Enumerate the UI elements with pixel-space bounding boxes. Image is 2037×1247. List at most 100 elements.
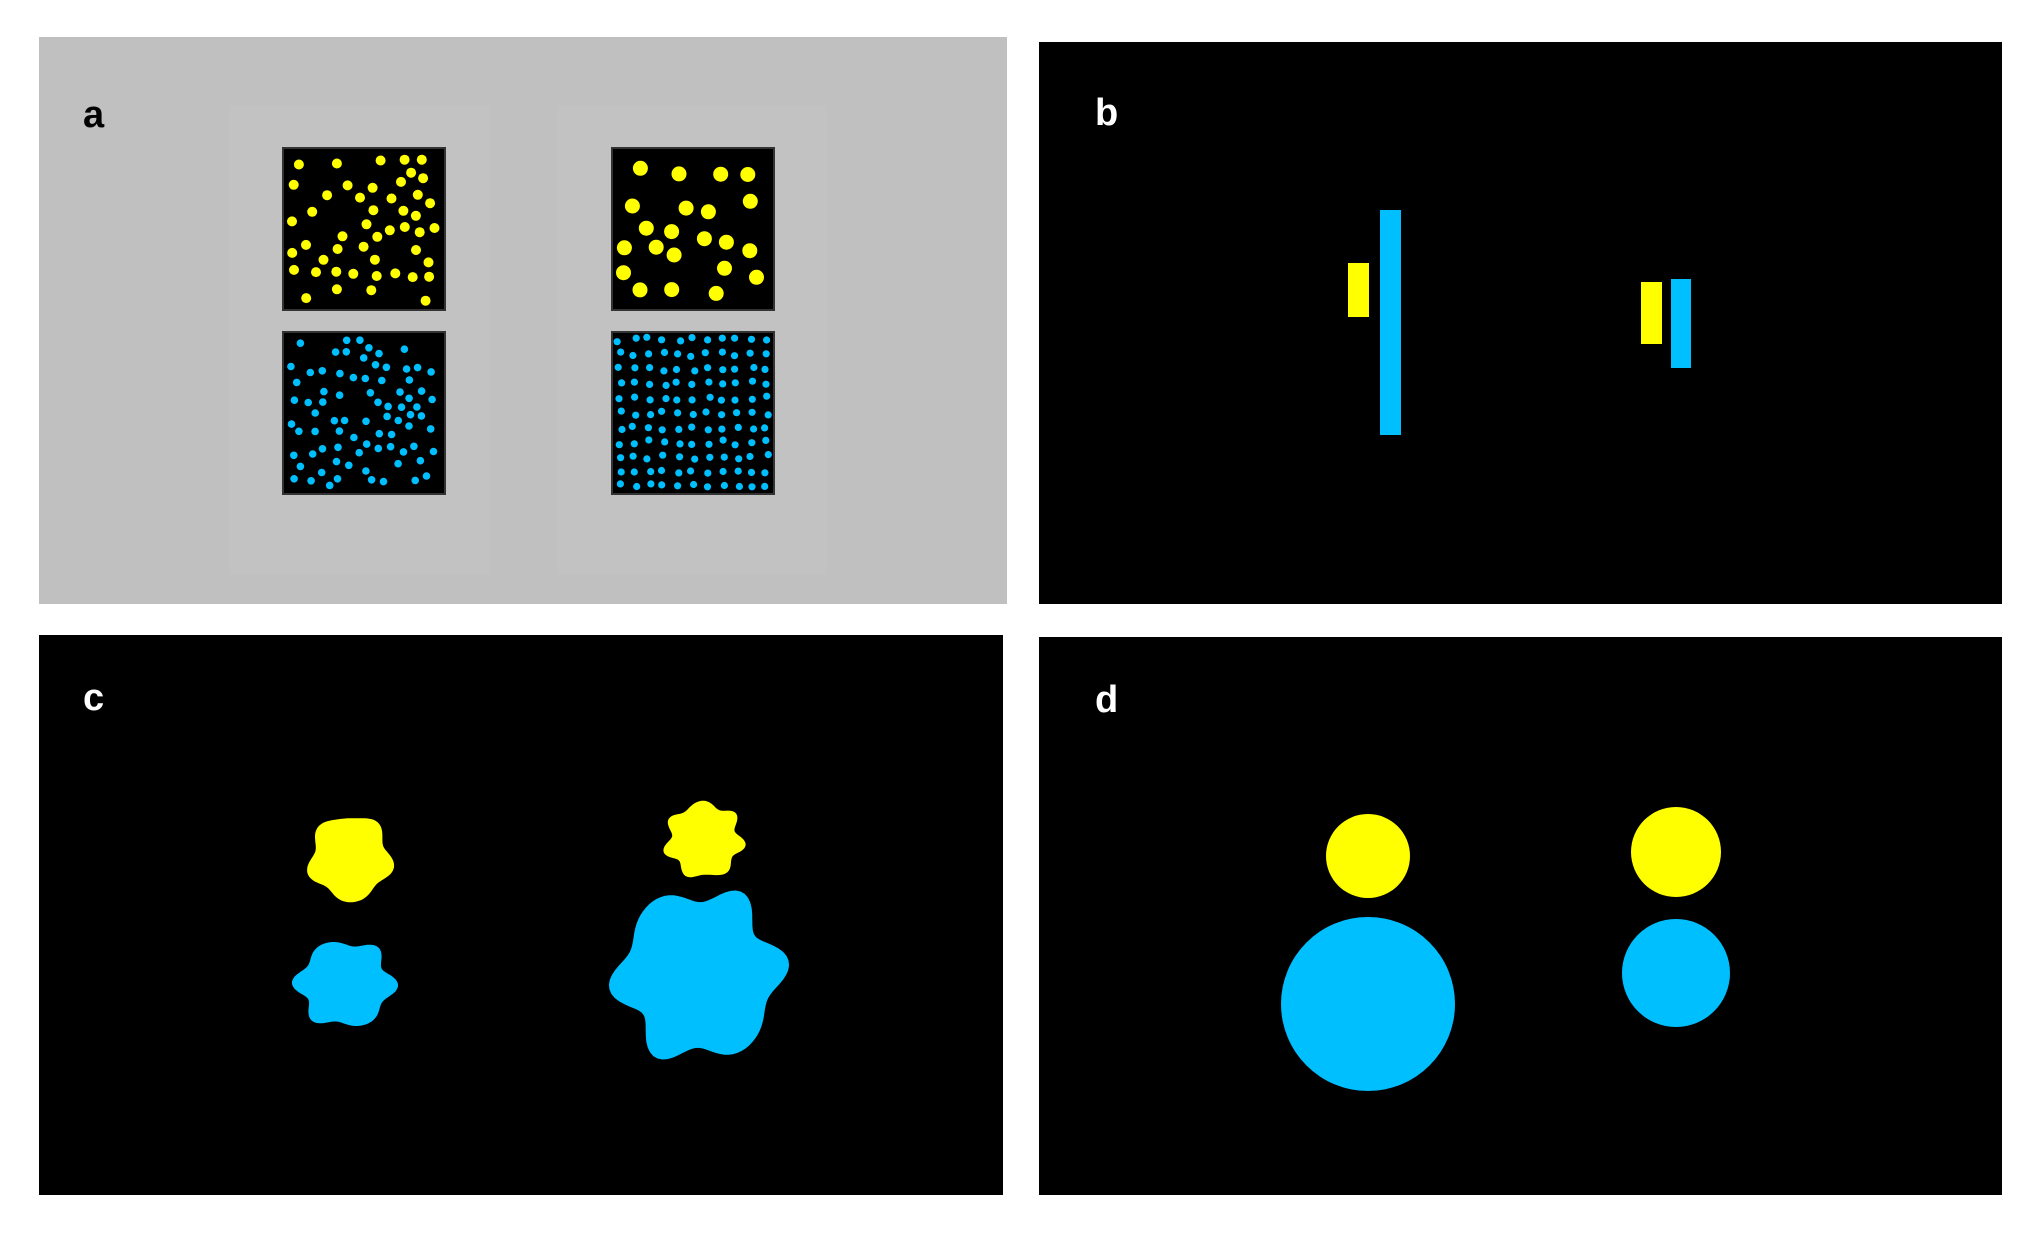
dot (731, 441, 739, 449)
dot (617, 348, 625, 356)
panel-label-d: d (1095, 679, 1119, 721)
dot (661, 438, 669, 446)
dot (371, 271, 382, 281)
dot (340, 416, 349, 425)
dot (704, 469, 712, 477)
dot (398, 205, 409, 216)
dot (696, 231, 712, 247)
dot (647, 468, 655, 476)
dot (677, 337, 685, 345)
dot (350, 433, 358, 442)
dot (731, 379, 739, 387)
dot (718, 425, 726, 433)
dot (337, 231, 348, 242)
dot (349, 373, 358, 382)
panel-a-background (39, 37, 1007, 604)
dot (658, 336, 666, 344)
dot (746, 349, 754, 357)
dot (628, 422, 636, 430)
dot (700, 204, 716, 220)
dot (719, 436, 727, 444)
dot (720, 481, 729, 490)
dot (624, 198, 640, 214)
dot (618, 379, 626, 387)
dot (646, 396, 654, 404)
dot (308, 450, 317, 458)
dot (735, 455, 743, 463)
yellow-blob-left (307, 818, 395, 903)
dot (734, 467, 742, 475)
dot (375, 429, 384, 438)
dot (318, 367, 327, 375)
dot (427, 368, 435, 376)
dot (672, 378, 680, 386)
dot (418, 173, 429, 184)
yellow-bar-right (1641, 282, 1662, 344)
dot (410, 210, 421, 221)
dot (301, 293, 312, 304)
dot (718, 411, 726, 419)
dot (645, 350, 653, 358)
dot (616, 240, 632, 256)
panel-c-canvas (39, 635, 1003, 1195)
dot (688, 423, 696, 431)
cyan-bar-right (1671, 279, 1691, 368)
dot (361, 219, 372, 230)
dot (718, 334, 726, 342)
dot (719, 380, 727, 388)
dot (331, 284, 342, 295)
dot (733, 409, 741, 417)
dot (287, 247, 298, 258)
dot (290, 475, 298, 483)
dot (307, 206, 318, 217)
dot (705, 440, 713, 448)
dot (372, 231, 383, 242)
dot (379, 477, 388, 486)
dot (375, 349, 383, 358)
dot (742, 243, 758, 259)
dot (375, 155, 386, 166)
dot (330, 416, 339, 425)
dot (384, 225, 395, 236)
dot (664, 282, 680, 298)
dot (290, 396, 299, 405)
dot (648, 239, 664, 255)
dot (644, 424, 653, 432)
panel-d-background (1039, 637, 2002, 1195)
cyan-blob-left (292, 942, 398, 1026)
dot (362, 417, 370, 426)
dot (706, 393, 714, 401)
dot (293, 159, 304, 170)
dot (704, 364, 712, 372)
dot (335, 391, 344, 400)
dot (382, 363, 391, 372)
dot (658, 426, 666, 434)
dot (664, 224, 680, 240)
dot (368, 205, 379, 216)
dot (718, 234, 734, 250)
dot (674, 350, 682, 358)
dot (414, 227, 425, 238)
dot (378, 376, 386, 385)
dot (384, 402, 392, 411)
dot (287, 362, 295, 371)
dot (660, 367, 668, 375)
dot (689, 410, 697, 419)
dot (706, 453, 714, 461)
dot (734, 423, 742, 431)
dot (701, 349, 709, 357)
dot (394, 416, 403, 425)
dot (317, 468, 326, 477)
dot (718, 348, 727, 356)
dot (674, 482, 682, 490)
dot (402, 365, 411, 373)
dot (671, 166, 687, 182)
dot (658, 407, 666, 415)
dot (705, 378, 713, 386)
dot (618, 425, 626, 434)
dot (396, 176, 406, 187)
dot (355, 192, 365, 203)
dot (638, 220, 654, 236)
dot (675, 469, 683, 477)
dot (688, 334, 696, 342)
